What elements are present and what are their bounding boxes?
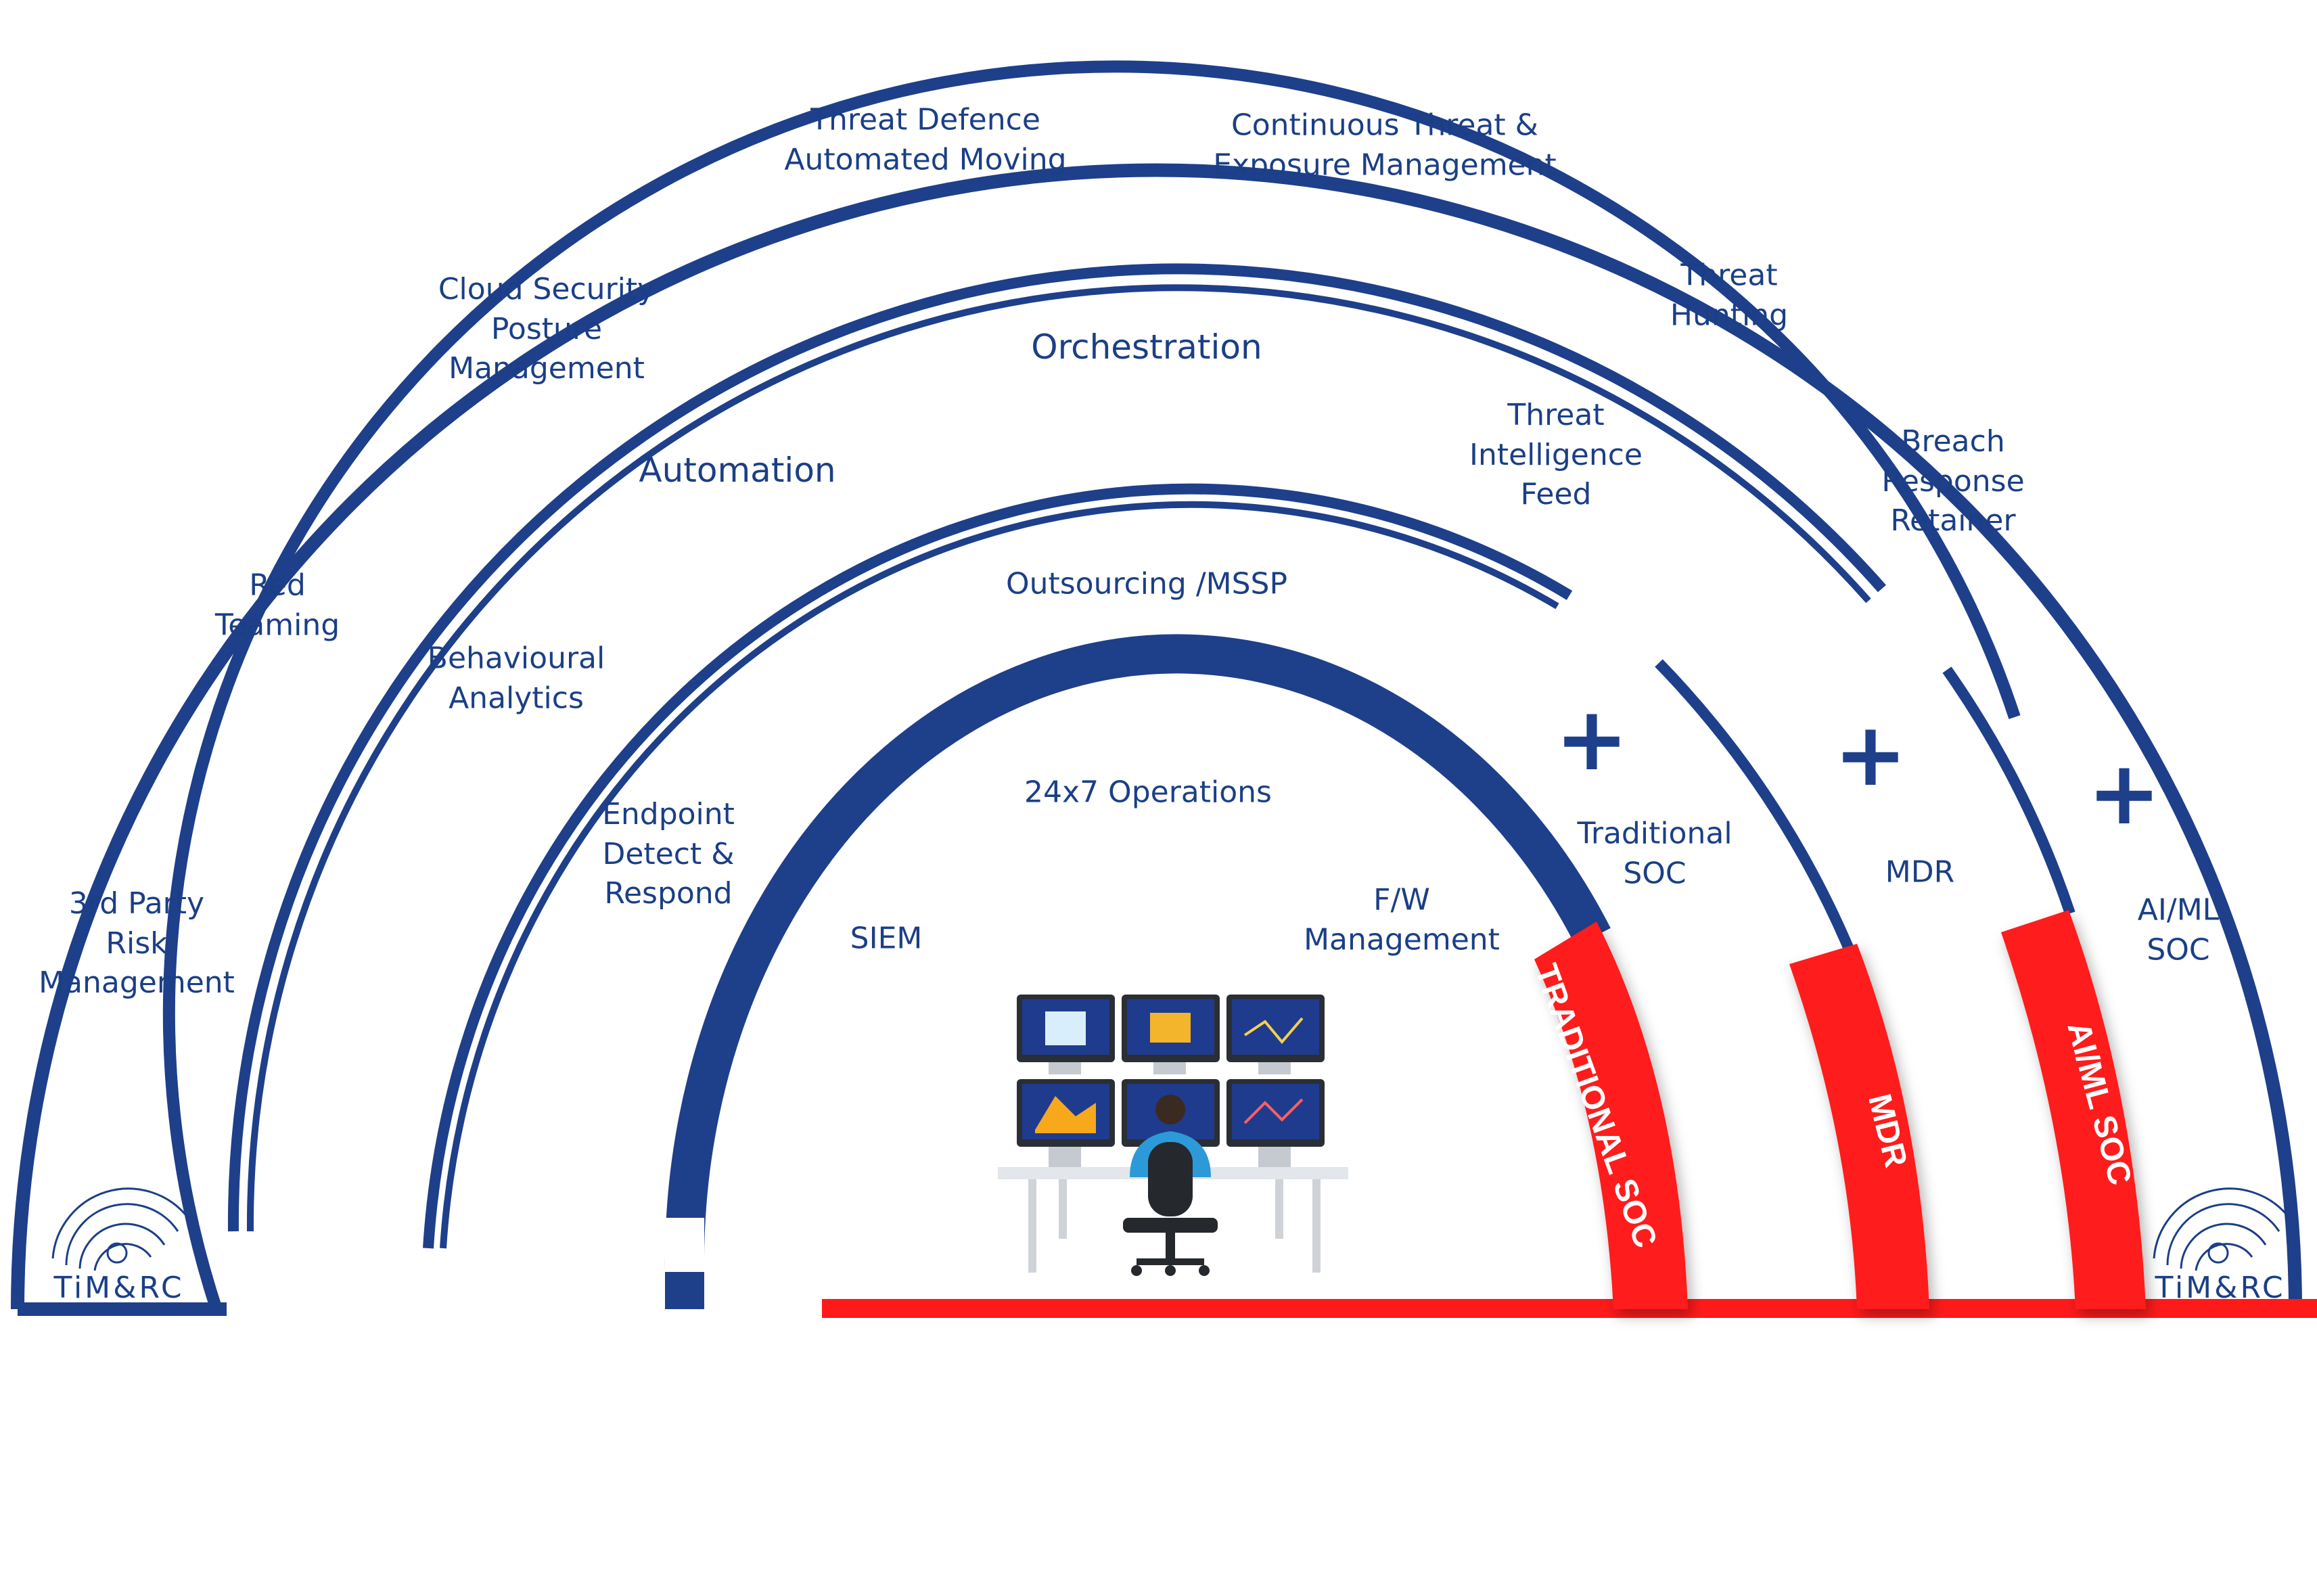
red-band-mdr [1789, 944, 1929, 1309]
monitor [1226, 995, 1325, 1074]
label-threat-defence: Threat Defence Automated Moving [784, 102, 1067, 177]
mdr-arc-lower [1655, 659, 1854, 950]
red-band-traditional [1534, 921, 1688, 1309]
label-endpoint-detect: Endpoint Detect & Respond [602, 797, 735, 911]
plus-icon: + [1555, 687, 1629, 790]
label-traditional-soc: Traditional SOC [1577, 816, 1733, 890]
label-threat-intelligence: Threat Intelligence Feed [1469, 398, 1643, 512]
label-third-party-risk: 3rd Party Risk Management [39, 886, 235, 1001]
label-breach-response: Breach Response Retainer [1881, 424, 2025, 539]
label-threat-hunting: Threat Hunting [1670, 258, 1789, 332]
label-siem: SIEM [850, 921, 923, 956]
inner-arc-gap [665, 1218, 704, 1272]
label-behavioural-analytics: Behavioural Analytics [427, 641, 605, 715]
monitor [1017, 1079, 1115, 1167]
label-ctem: Continuous Threat & Exposure Management [1213, 108, 1557, 182]
mdr-arc-a [227, 263, 1886, 1232]
red-baseline [822, 1299, 2317, 1318]
logo-emblem-icon [2153, 1187, 2291, 1271]
label-outsourcing-mssp: Outsourcing /MSSP [1005, 566, 1288, 601]
label-fw-management: F/W Management [1304, 882, 1500, 957]
logo-text-left: TiM&RC [53, 1271, 184, 1305]
monitor [1017, 995, 1115, 1074]
logo-text-right: TiM&RC [2154, 1271, 2285, 1305]
label-orchestration: Orchestration [1031, 327, 1262, 367]
mdr-arc-b [246, 284, 1871, 1232]
logo-right: TiM&RC [2153, 1187, 2291, 1305]
label-automation: Automation [639, 450, 836, 490]
label-red-teaming: Red Teaming [214, 568, 340, 642]
outer-arc-inner-2 [1942, 666, 2075, 915]
label-ai-ml-soc: AI/ML SOC [2137, 892, 2220, 967]
plus-icon: + [2087, 742, 2161, 844]
logo-emblem-icon [51, 1187, 189, 1271]
label-mdr: MDR [1885, 854, 1955, 890]
label-24x7-operations: 24x7 Operations [1024, 775, 1272, 810]
operator-workstation-icon [998, 995, 1348, 1276]
trad-arc-a [423, 483, 1573, 1249]
trad-arc-b [440, 501, 1559, 1249]
monitor [1122, 995, 1220, 1074]
outer-arc-inner [162, 60, 2021, 1311]
monitor [1226, 1079, 1325, 1167]
plus-icon: + [1833, 703, 1908, 806]
logo-left: TiM&RC [51, 1187, 189, 1305]
outer-arc [11, 163, 2302, 1310]
inner-arc [664, 634, 1611, 1309]
label-cloud-security: Cloud Security Posture Management [438, 272, 656, 386]
red-band-aiml [2001, 910, 2146, 1309]
